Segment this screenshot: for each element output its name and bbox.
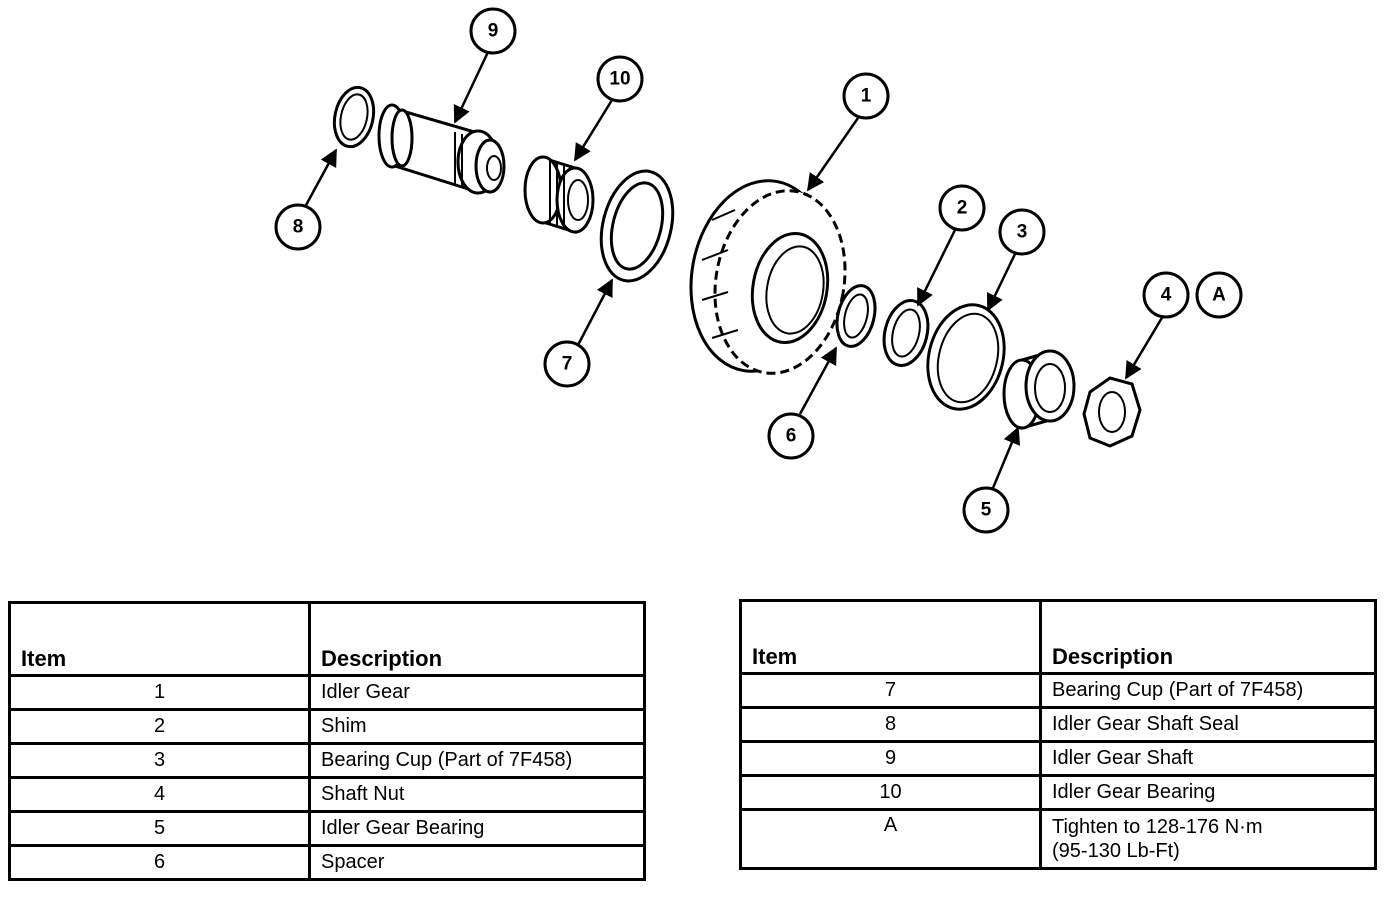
table-row: 10 Idler Gear Bearing	[739, 774, 1377, 811]
legend-table-right: Item Description 7 Bearing Cup (Part of …	[739, 599, 1377, 870]
svg-text:5: 5	[981, 500, 992, 521]
svg-text:9: 9	[488, 21, 499, 42]
table-row: A Tighten to 128-176 N·m (95-130 Lb-Ft)	[739, 808, 1377, 870]
svg-text:6: 6	[786, 426, 797, 447]
bearing-cup-part-7	[599, 169, 675, 283]
item-number: 8	[739, 706, 1042, 743]
callout-5: 5	[962, 486, 1010, 534]
item-number: A	[739, 808, 1042, 870]
item-description: Shim	[308, 708, 646, 745]
callout-2: 2	[938, 184, 986, 232]
idler-gear-bearing-part	[523, 155, 595, 235]
table-row: 7 Bearing Cup (Part of 7F458)	[739, 672, 1377, 709]
item-description: Bearing Cup (Part of 7F458)	[1039, 672, 1377, 709]
item-number: 3	[8, 742, 311, 779]
table-row: 2 Shim	[8, 708, 646, 745]
svg-text:8: 8	[293, 217, 304, 238]
torque-spec-line-2: (95-130 Lb-Ft)	[1052, 840, 1180, 862]
spacer-part	[835, 284, 877, 348]
exploded-view-diagram: 9 10 1 8 7 2 3 4 A 6 5	[274, 7, 1243, 534]
svg-text:A: A	[1212, 285, 1226, 306]
idler-gear-part	[689, 179, 847, 375]
item-description: Tighten to 128-176 N·m (95-130 Lb-Ft)	[1039, 808, 1377, 870]
callout-9: 9	[469, 7, 517, 55]
torque-spec-line-1: Tighten to 128-176 N·m	[1052, 816, 1263, 838]
callout-6: 6	[767, 412, 815, 460]
table-row: 5 Idler Gear Bearing	[8, 810, 646, 847]
table-row: 9 Idler Gear Shaft	[739, 740, 1377, 777]
svg-text:10: 10	[609, 69, 630, 90]
item-column-header: Item	[8, 601, 311, 677]
item-description: Shaft Nut	[308, 776, 646, 813]
svg-text:4: 4	[1161, 285, 1172, 306]
item-number: 9	[739, 740, 1042, 777]
svg-text:1: 1	[861, 86, 872, 107]
item-number: 2	[8, 708, 311, 745]
item-description: Idler Gear Shaft Seal	[1039, 706, 1377, 743]
table-row: 4 Shaft Nut	[8, 776, 646, 813]
item-number: 10	[739, 774, 1042, 811]
bearing-cup-part-3	[926, 303, 1006, 411]
description-column-header: Description	[1039, 599, 1377, 675]
table-row: 3 Bearing Cup (Part of 7F458)	[8, 742, 646, 779]
item-number: 4	[8, 776, 311, 813]
item-description: Bearing Cup (Part of 7F458)	[308, 742, 646, 779]
svg-text:3: 3	[1017, 222, 1028, 243]
callout-8: 8	[274, 203, 322, 251]
callout-4: 4	[1142, 271, 1190, 319]
item-description: Idler Gear Bearing	[1039, 774, 1377, 811]
idler-gear-shaft-part	[377, 103, 506, 195]
table-row: 1 Idler Gear	[8, 674, 646, 711]
item-description: Spacer	[308, 844, 646, 881]
leader-lines	[303, 51, 1165, 489]
callout-10: 10	[596, 55, 644, 103]
shaft-seal-part	[332, 85, 376, 149]
legend-table-left: Item Description 1 Idler Gear 2 Shim 3 B…	[8, 601, 646, 881]
item-number: 7	[739, 672, 1042, 709]
description-column-header: Description	[308, 601, 646, 677]
svg-text:7: 7	[562, 354, 573, 375]
table-header-row: Item Description	[739, 599, 1377, 675]
table-header-row: Item Description	[8, 601, 646, 677]
callout-7: 7	[543, 340, 591, 388]
shim-part	[882, 299, 930, 367]
item-number: 1	[8, 674, 311, 711]
table-row: 6 Spacer	[8, 844, 646, 881]
item-description: Idler Gear Bearing	[308, 810, 646, 847]
callout-1: 1	[842, 72, 890, 120]
item-column-header: Item	[739, 599, 1042, 675]
item-description: Idler Gear	[308, 674, 646, 711]
shaft-nut-part	[1082, 376, 1142, 448]
item-number: 5	[8, 810, 311, 847]
svg-text:2: 2	[957, 198, 968, 219]
table-row: 8 Idler Gear Shaft Seal	[739, 706, 1377, 743]
item-description: Idler Gear Shaft	[1039, 740, 1377, 777]
callout-3: 3	[998, 208, 1046, 256]
idler-gear-bearing-part-5	[1002, 349, 1076, 430]
callout-A: A	[1195, 271, 1243, 319]
item-number: 6	[8, 844, 311, 881]
